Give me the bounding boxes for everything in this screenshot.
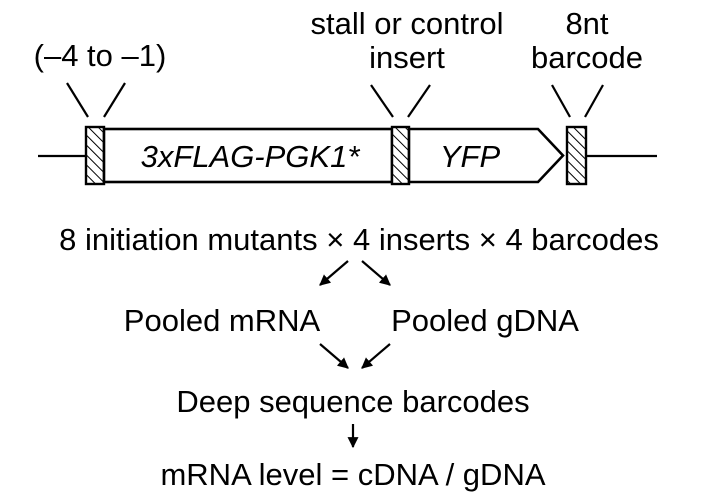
barcode-label-line1: 8nt	[565, 6, 608, 41]
insert-label-line2: insert	[369, 40, 445, 75]
barcode-label-line2: barcode	[531, 40, 643, 75]
pooled-mrna-text: Pooled mRNA	[124, 303, 321, 338]
insert-region	[390, 125, 411, 186]
gene2-arrow	[407, 127, 565, 184]
kozak-label: (–4 to –1)	[34, 38, 167, 73]
split-arrows	[319, 260, 391, 286]
pooled-gdna-text: Pooled gDNA	[391, 303, 579, 338]
barcode-region	[565, 125, 588, 186]
gene1-label: 3xFLAG-PGK1*	[141, 139, 361, 174]
merge-arrows	[319, 343, 391, 369]
readout-text: mRNA level = cDNA / gDNA	[160, 457, 545, 492]
gene2-label: YFP	[440, 139, 501, 174]
sequencing-text: Deep sequence barcodes	[176, 384, 529, 419]
library-text: 8 initiation mutants × 4 inserts × 4 bar…	[59, 222, 659, 257]
insert-label-line1: stall or control	[311, 6, 504, 41]
pointer-lines	[66, 82, 604, 118]
kozak-region	[84, 125, 106, 186]
